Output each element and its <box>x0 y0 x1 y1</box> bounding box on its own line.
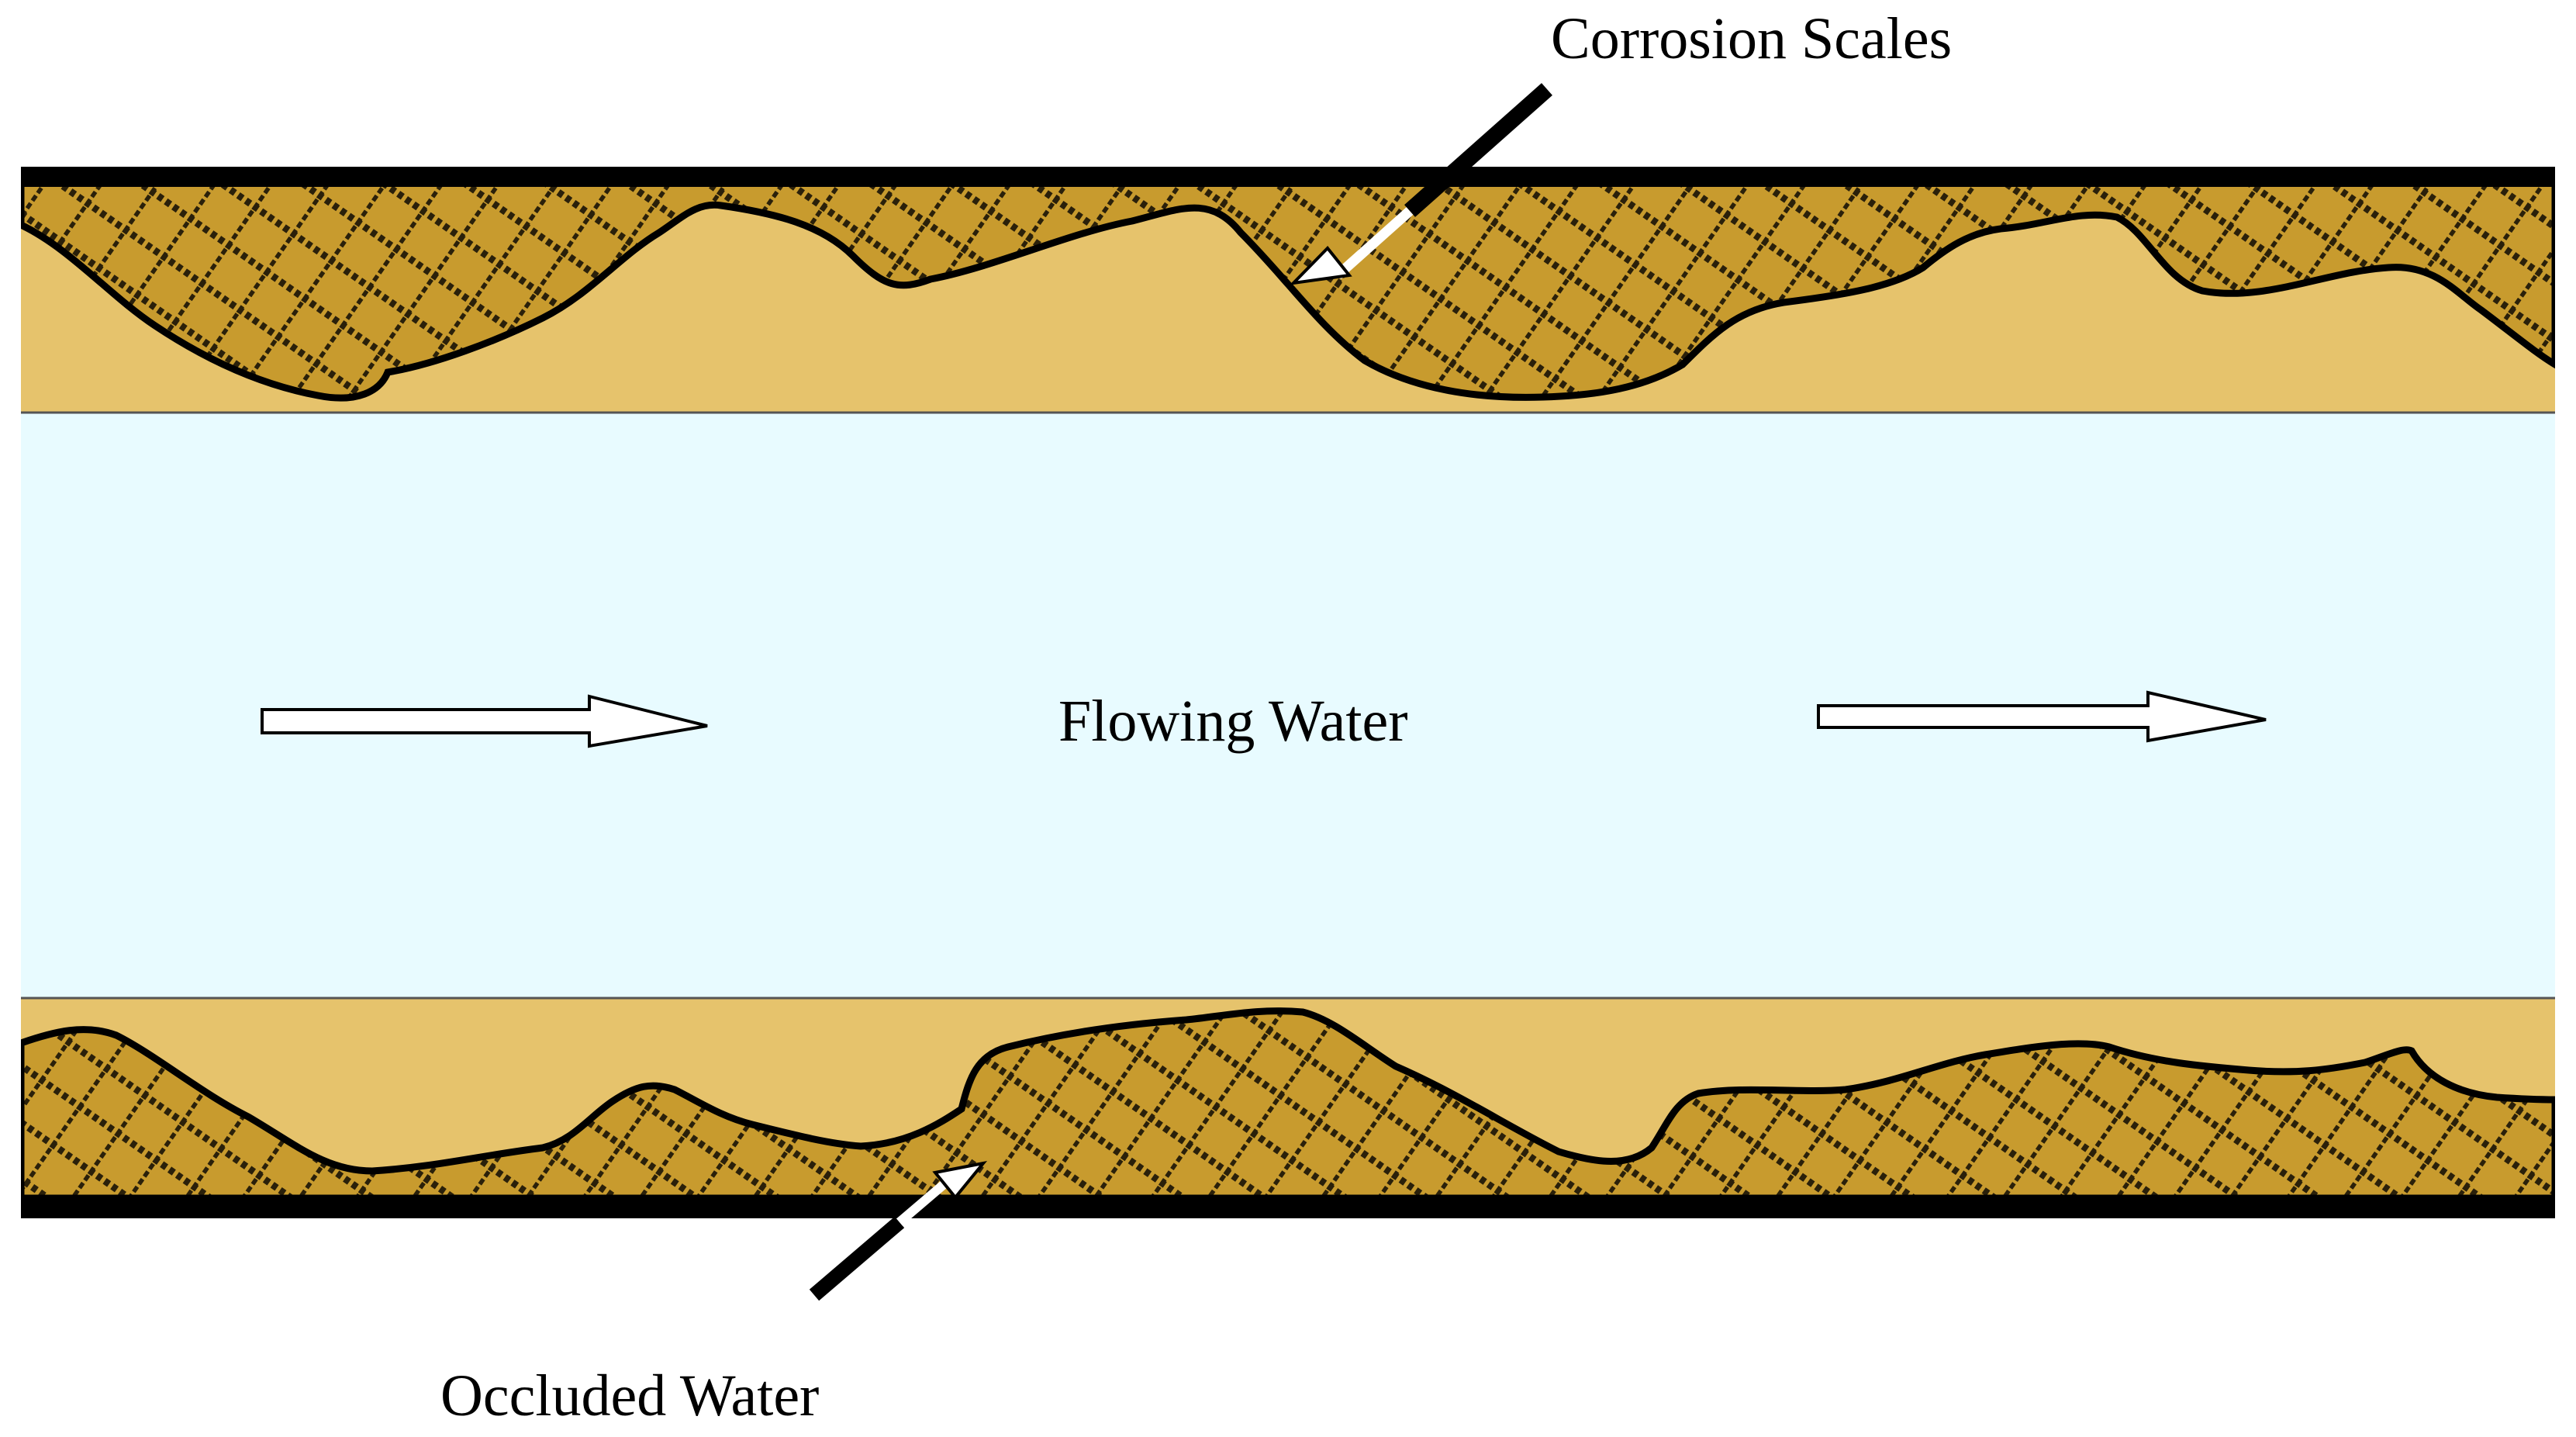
top-corrosion-scale <box>21 183 2555 402</box>
occluded-water-pointer-icon <box>809 1160 988 1301</box>
bottom-corrosion-scale <box>21 1007 2555 1198</box>
flow-arrow-icon <box>261 694 708 748</box>
corrosion-scales-pointer-icon <box>1289 83 1552 285</box>
flow-arrow-icon <box>1817 690 2267 743</box>
bottom-pipe-wall <box>21 1198 2555 1218</box>
flowing-water-label: Flowing Water <box>1058 689 1408 754</box>
corrosion-scales-label: Corrosion Scales <box>1551 6 1952 71</box>
occluded-water-label: Occluded Water <box>440 1363 819 1428</box>
top-pipe-wall <box>21 167 2555 187</box>
